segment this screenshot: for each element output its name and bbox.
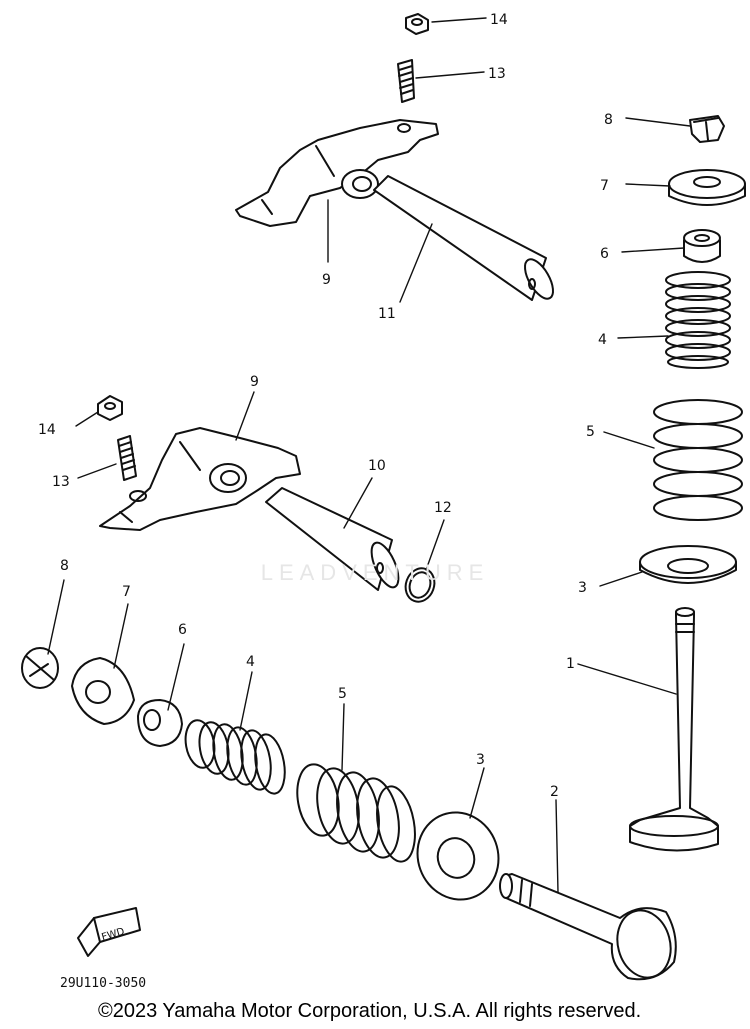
fwd-arrow-icon	[77, 907, 141, 957]
bottom-retainer-7	[71, 657, 135, 725]
callout-bottom-5: 5	[338, 686, 347, 702]
right-spring-seat-3	[639, 545, 737, 584]
right-inner-spring-4	[665, 271, 731, 369]
callout-bottom-3: 3	[476, 752, 485, 768]
right-seal-6	[683, 229, 721, 263]
mid-adjuster-screw-13	[117, 435, 137, 481]
callout-bottom-6: 6	[178, 622, 187, 638]
callout-top-11: 11	[378, 306, 396, 322]
watermark: LEADVENTURE	[260, 560, 490, 585]
mid-rocker-nut-14	[97, 395, 123, 421]
bottom-valve-2	[499, 873, 677, 981]
callout-bottom-4: 4	[246, 654, 255, 670]
callout-top-14: 14	[490, 12, 508, 28]
top-rocker-nut-14	[405, 13, 429, 35]
callout-right-1: 1	[566, 656, 575, 672]
top-rocker-shaft-11	[373, 175, 554, 301]
callout-right-4: 4	[598, 332, 607, 348]
callout-right-3: 3	[578, 580, 587, 596]
bottom-outer-spring-5	[296, 763, 416, 863]
right-valve-1	[629, 607, 719, 852]
callout-bottom-8: 8	[60, 558, 69, 574]
bottom-inner-spring-4	[184, 719, 286, 795]
callout-right-6: 6	[600, 246, 609, 262]
bottom-spring-seat-3	[416, 811, 500, 901]
callout-bottom-7: 7	[122, 584, 131, 600]
right-cotter-8	[689, 115, 725, 143]
top-adjuster-screw-13	[397, 59, 415, 103]
right-outer-spring-5	[653, 399, 743, 521]
callout-right-5: 5	[586, 424, 595, 440]
copyright-notice: ©2023 Yamaha Motor Corporation, U.S.A. A…	[98, 1000, 642, 1022]
callout-top-9: 9	[322, 272, 331, 288]
callout-mid-14: 14	[38, 422, 56, 438]
callout-right-8: 8	[604, 112, 613, 128]
top-rocker-arm-9	[235, 119, 439, 227]
diagram-code: 29U110-3050	[60, 976, 147, 991]
bottom-cotter-8	[21, 647, 59, 689]
mid-rocker-shaft-10	[265, 487, 400, 591]
callout-right-7: 7	[600, 178, 609, 194]
callout-mid-9: 9	[250, 374, 259, 390]
callout-top-13: 13	[488, 66, 506, 82]
callout-mid-13: 13	[52, 474, 70, 490]
bottom-seal-6	[137, 699, 183, 747]
right-retainer-7	[668, 169, 746, 206]
callout-bottom-2: 2	[550, 784, 559, 800]
callout-mid-12: 12	[434, 500, 452, 516]
callout-mid-10: 10	[368, 458, 386, 474]
mid-rocker-arm-9	[99, 427, 301, 531]
